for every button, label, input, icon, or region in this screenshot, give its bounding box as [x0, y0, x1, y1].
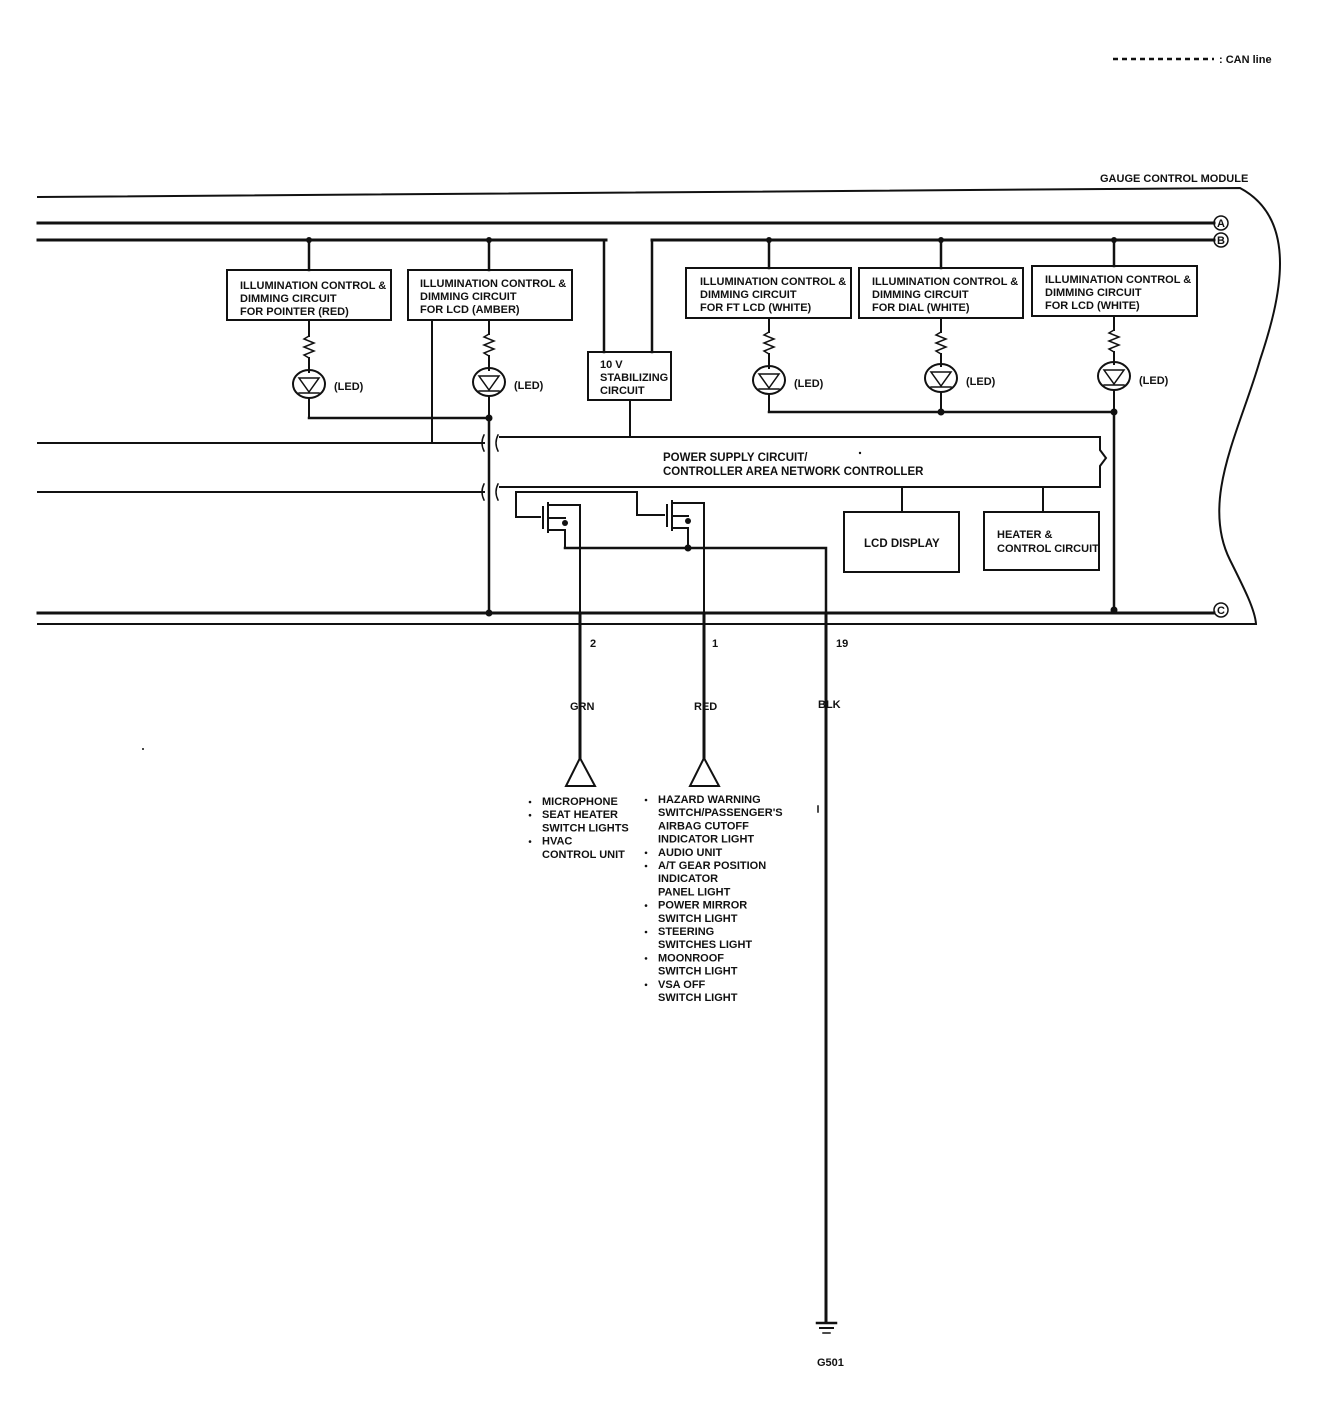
- led-lcd-amber: (LED): [472, 319, 544, 419]
- box-heater-control-circuit: HEATER & CONTROL CIRCUIT: [983, 511, 1100, 571]
- list-bullet: [644, 851, 648, 855]
- list-bullet: [644, 983, 648, 987]
- svg-text:ILLUMINATION CONTROL &: ILLUMINATION CONTROL &: [420, 278, 566, 290]
- list-bullet: [644, 864, 648, 868]
- svg-text:ILLUMINATION CONTROL &: ILLUMINATION CONTROL &: [872, 276, 1018, 288]
- connector-b: B: [1213, 232, 1229, 248]
- svg-text:(LED): (LED): [334, 381, 364, 393]
- load-item: SWITCH LIGHT: [658, 966, 738, 978]
- load-item: POWER MIRROR: [658, 900, 747, 912]
- svg-text:(LED): (LED): [514, 380, 544, 392]
- box-illumination-pointer-red: ILLUMINATION CONTROL & DIMMING CIRCUIT F…: [226, 269, 392, 321]
- pin-1: 1: [712, 638, 718, 650]
- svg-text:POWER SUPPLY CIRCUIT/: POWER SUPPLY CIRCUIT/: [663, 452, 808, 464]
- load-item: AIRBAG CUTOFF: [658, 820, 749, 832]
- svg-text:LCD DISPLAY: LCD DISPLAY: [864, 538, 940, 550]
- list-bullet: [644, 798, 648, 802]
- svg-text:(LED): (LED): [966, 376, 996, 388]
- svg-text:DIMMING CIRCUIT: DIMMING CIRCUIT: [420, 291, 517, 303]
- svg-text:FOR FT LCD (WHITE): FOR FT LCD (WHITE): [700, 302, 812, 314]
- svg-text:(LED): (LED): [1139, 375, 1169, 387]
- led-ft-lcd-white: (LED): [752, 317, 824, 413]
- svg-text:DIMMING CIRCUIT: DIMMING CIRCUIT: [700, 289, 797, 301]
- list-bullet: [528, 813, 532, 817]
- svg-text:CIRCUIT: CIRCUIT: [600, 385, 645, 397]
- svg-text:(LED): (LED): [794, 378, 824, 390]
- svg-text:FOR DIAL (WHITE): FOR DIAL (WHITE): [872, 302, 970, 314]
- load-item: INDICATOR LIGHT: [658, 834, 754, 846]
- svg-text:A: A: [1217, 218, 1225, 230]
- svg-text:FOR LCD (WHITE): FOR LCD (WHITE): [1045, 300, 1140, 312]
- load-item: SEAT HEATER: [542, 809, 618, 821]
- svg-text:DIMMING CIRCUIT: DIMMING CIRCUIT: [240, 293, 337, 305]
- led-dial-white: (LED): [924, 317, 996, 413]
- output-terminal-grn: [564, 755, 597, 787]
- box-10v-stabilizing-circuit: 10 V STABILIZING CIRCUIT: [587, 351, 672, 401]
- list-bullet: [644, 930, 648, 934]
- load-item: HVAC: [542, 836, 572, 848]
- load-item: MOONROOF: [658, 952, 724, 964]
- svg-text:ILLUMINATION CONTROL &: ILLUMINATION CONTROL &: [1045, 274, 1191, 286]
- svg-text:ILLUMINATION CONTROL &: ILLUMINATION CONTROL &: [700, 276, 846, 288]
- load-item: SWITCH LIGHT: [658, 992, 738, 1004]
- load-item: HAZARD WARNING: [658, 794, 761, 806]
- svg-text:FOR LCD (AMBER): FOR LCD (AMBER): [420, 304, 520, 316]
- svg-text:B: B: [1217, 235, 1225, 247]
- svg-text:STABILIZING: STABILIZING: [600, 372, 668, 384]
- list-bullet: [644, 957, 648, 960]
- pin-2: 2: [590, 638, 596, 650]
- svg-text:DIMMING CIRCUIT: DIMMING CIRCUIT: [1045, 287, 1142, 299]
- svg-text:HEATER &: HEATER &: [997, 529, 1052, 541]
- load-item: AUDIO UNIT: [658, 847, 722, 859]
- svg-text:DIMMING CIRCUIT: DIMMING CIRCUIT: [872, 289, 969, 301]
- led-pointer-red: (LED): [292, 319, 364, 419]
- load-item: SWITCH LIGHT: [658, 913, 738, 925]
- load-item: INDICATOR: [658, 873, 718, 885]
- box-illumination-lcd-white: ILLUMINATION CONTROL & DIMMING CIRCUIT F…: [1031, 265, 1198, 317]
- load-item: VSA OFF: [658, 979, 706, 991]
- svg-text:FOR POINTER (RED): FOR POINTER (RED): [240, 306, 349, 318]
- ground-label: G501: [817, 1357, 844, 1369]
- load-item: PANEL LIGHT: [658, 886, 731, 898]
- wire-color-blk: BLK: [818, 699, 841, 711]
- svg-text:10 V: 10 V: [600, 359, 623, 371]
- box-illumination-dial-white: ILLUMINATION CONTROL & DIMMING CIRCUIT F…: [858, 267, 1024, 319]
- list-bullet: [528, 840, 532, 843]
- output-terminal-red: [688, 755, 721, 787]
- led-lcd-white: (LED): [1097, 315, 1169, 413]
- load-item: MICROPHONE: [542, 796, 618, 808]
- transistor-red-output: [515, 491, 705, 614]
- wire-color-grn: GRN: [570, 701, 595, 713]
- load-item: SWITCH LIGHTS: [542, 822, 629, 834]
- load-item: STEERING: [658, 926, 714, 938]
- module-outline: [36, 186, 1281, 625]
- ground-symbol: [815, 1321, 838, 1334]
- load-item: CONTROL UNIT: [542, 849, 625, 861]
- transistor-grn-output: [515, 491, 581, 614]
- box-illumination-lcd-amber: ILLUMINATION CONTROL & DIMMING CIRCUIT F…: [407, 269, 573, 321]
- can-line-legend-text: : CAN line: [1219, 54, 1272, 66]
- load-item: SWITCH/PASSENGER'S: [658, 807, 783, 819]
- list-bullet: [528, 800, 532, 804]
- svg-text:C: C: [1217, 605, 1225, 617]
- svg-text:CONTROL CIRCUIT: CONTROL CIRCUIT: [997, 543, 1099, 555]
- box-illumination-ft-lcd-white: ILLUMINATION CONTROL & DIMMING CIRCUIT F…: [685, 267, 852, 319]
- svg-text:ILLUMINATION CONTROL &: ILLUMINATION CONTROL &: [240, 280, 386, 292]
- connector-c: C: [1213, 602, 1229, 618]
- load-item: A/T GEAR POSITION: [658, 860, 766, 872]
- box-power-supply-can-controller: POWER SUPPLY CIRCUIT/ CONTROLLER AREA NE…: [499, 436, 1108, 488]
- box-lcd-display: LCD DISPLAY: [843, 511, 960, 573]
- module-title: GAUGE CONTROL MODULE: [1100, 173, 1248, 185]
- pin-19: 19: [836, 638, 848, 650]
- wire-color-red: RED: [694, 701, 717, 713]
- connector-a: A: [1213, 215, 1229, 231]
- svg-text:CONTROLLER AREA NETWORK CONTRO: CONTROLLER AREA NETWORK CONTROLLER: [663, 466, 924, 478]
- list-bullet: [644, 904, 648, 907]
- load-item: SWITCHES LIGHT: [658, 939, 752, 951]
